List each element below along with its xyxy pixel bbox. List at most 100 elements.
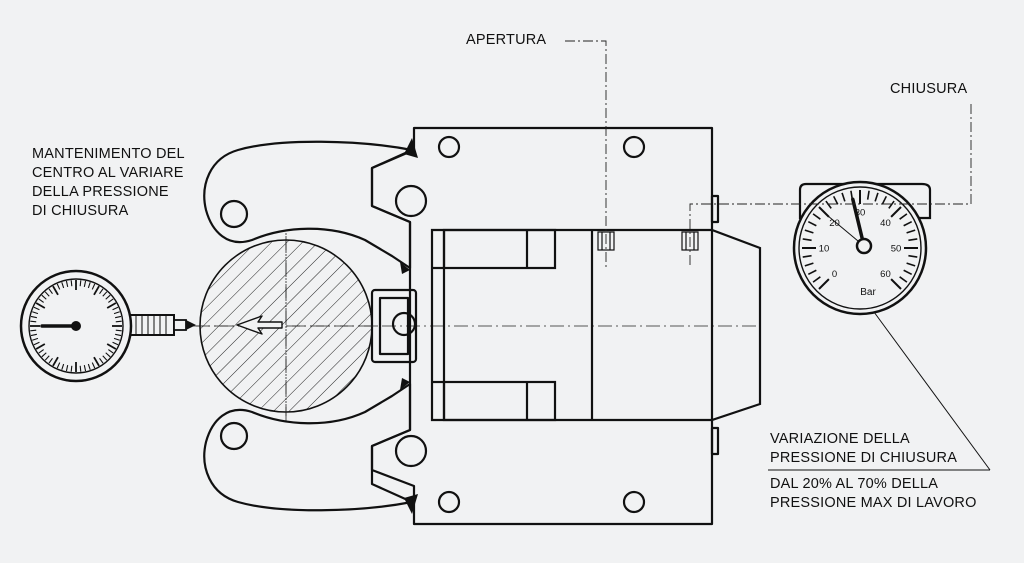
piston-lower (442, 380, 557, 422)
mantenimento-line: CENTRO AL VARIARE (32, 165, 184, 181)
variazione-line: VARIAZIONE DELLA (770, 431, 910, 447)
dial-tick (113, 337, 120, 341)
body-outline (370, 126, 714, 526)
dial-tick (108, 298, 114, 303)
gauge-tick (888, 200, 895, 209)
dial-tick (52, 356, 59, 367)
gauge-tick (825, 200, 832, 209)
dial-tick (91, 362, 96, 369)
gauge-tick (832, 195, 839, 205)
dial-tick (32, 337, 39, 341)
dial-tick (115, 320, 122, 323)
gauge-scale-label: 10 (819, 244, 830, 255)
gauge-scale-label: 50 (891, 244, 902, 255)
range-line: PRESSIONE MAX DI LAVORO (770, 495, 977, 511)
dial-indicator (19, 269, 196, 383)
dial-tick (38, 298, 44, 303)
leader-lines (565, 40, 972, 268)
mantenimento-line: DI CHIUSURA (32, 203, 129, 219)
dial-tick (33, 306, 40, 311)
gauge-tick (802, 254, 812, 258)
dial-tick (52, 285, 59, 296)
dial-tick (93, 356, 100, 367)
dial-tick (105, 294, 111, 300)
dial-tick (79, 365, 82, 372)
dial-tick (83, 365, 87, 372)
dial-tick (99, 288, 104, 294)
mount-hole-1 (437, 135, 461, 159)
mantenimento-label: MANTENIMENTO DEL CENTRO AL VARIARE DELLA… (32, 145, 185, 221)
gauge-tick (903, 220, 913, 227)
direction-arrow (236, 315, 283, 335)
dial-tick (56, 362, 61, 369)
dial-tick (61, 363, 65, 370)
mount-hole-4 (622, 490, 646, 514)
gauge-tick (881, 195, 888, 205)
dial-tick (56, 283, 61, 290)
gauge-tick (804, 229, 814, 234)
gauge-tick (874, 192, 879, 202)
upper-jaw-pin-hole (219, 199, 249, 229)
gauge-unit-label: Bar (860, 287, 876, 298)
annotation-leaders (768, 311, 991, 471)
dial-tick (115, 315, 122, 319)
dial-tick (79, 280, 82, 287)
dial-tick (115, 333, 122, 337)
lower-jaw-pin-hole (219, 421, 249, 451)
body-pin-lower (394, 434, 428, 468)
dial-tick (48, 358, 53, 364)
dial-tick (48, 288, 53, 294)
dial-tick (32, 311, 39, 315)
dial-tick (61, 282, 65, 289)
dial-tick (108, 349, 114, 354)
gauge-tick (899, 213, 908, 220)
gauge-tick (818, 278, 830, 290)
dial-tick (65, 280, 69, 287)
dial-tick (70, 280, 73, 287)
side-fitting-lower (710, 426, 720, 456)
gauge-scale-label: 20 (829, 218, 840, 229)
gauge-tick (807, 269, 817, 276)
gauge-scale-label: 0 (832, 269, 837, 280)
dial-tick (70, 365, 73, 372)
workpiece (196, 236, 376, 416)
lower-clamp-jaw (203, 378, 418, 514)
dial-tick (30, 329, 37, 332)
dial-tick (115, 329, 122, 332)
mantenimento-line: MANTENIMENTO DEL (32, 146, 185, 162)
mount-hole-3 (437, 490, 461, 514)
variazione-label: VARIAZIONE DELLA PRESSIONE DI CHIUSURA (770, 430, 957, 468)
dial-tick (112, 341, 119, 346)
clamp-body (370, 126, 720, 526)
dial-tick (41, 294, 47, 300)
side-fitting-upper (710, 194, 720, 224)
gauge-tick (802, 238, 812, 242)
dial-tick (93, 285, 100, 296)
dial-tick (113, 311, 120, 315)
gauge-tick (890, 206, 902, 218)
hydraulic-cylinder (430, 228, 762, 422)
gauge-tick (908, 238, 918, 242)
dial-tick (35, 343, 46, 350)
gauge-scale-label: 30 (855, 208, 866, 219)
variazione-line: PRESSIONE DI CHIUSURA (770, 450, 958, 466)
chiusura-leader (689, 104, 972, 268)
dial-ticks (30, 280, 122, 372)
dial-tick (41, 352, 47, 358)
pusher-pin (391, 311, 417, 337)
gauge-tick (818, 206, 830, 218)
gauge-tick (812, 213, 821, 220)
cylinder-outline (430, 228, 762, 422)
dial-tick (35, 302, 46, 309)
gauge-scale-label: 40 (880, 218, 891, 229)
gauge-ticks (802, 190, 918, 290)
dial-tick (30, 315, 37, 319)
gauge-tick (890, 278, 902, 290)
gauge-tick (906, 229, 916, 234)
dial-tick (105, 352, 111, 358)
dial-tick (102, 291, 108, 297)
gauge-tick (804, 262, 814, 267)
dial-tick (87, 363, 91, 370)
